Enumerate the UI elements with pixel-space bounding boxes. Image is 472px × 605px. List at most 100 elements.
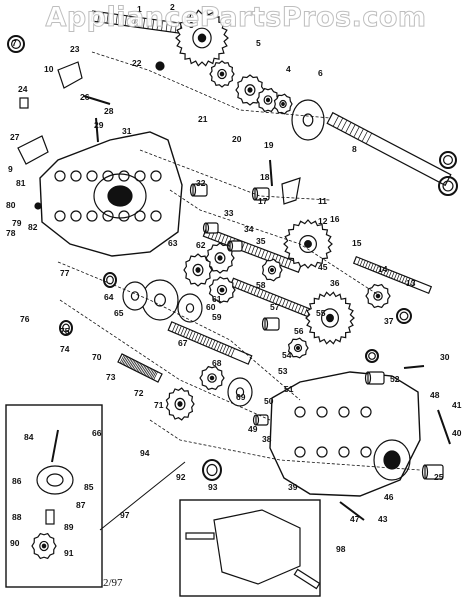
ball-80 bbox=[34, 202, 42, 210]
cluster-shaft-right-spline bbox=[404, 277, 408, 284]
gear-62-bore bbox=[195, 267, 201, 273]
gear-13-bore bbox=[375, 293, 381, 299]
output-shaft-spline bbox=[336, 117, 344, 129]
washer-7-top-outer bbox=[7, 35, 25, 53]
reverse-shaft-spline bbox=[183, 328, 188, 337]
callout-24: 24 bbox=[18, 84, 28, 94]
layshaft-b-spline bbox=[256, 288, 261, 297]
cluster-shaft-right-spline bbox=[388, 270, 392, 278]
stub-shaft-spline bbox=[150, 370, 156, 379]
end-washer-inner bbox=[442, 180, 454, 192]
callout-1: 1 bbox=[137, 4, 142, 14]
callout-91: 91 bbox=[64, 548, 74, 558]
bracket-23 bbox=[57, 61, 83, 89]
housing-boss bbox=[134, 210, 146, 222]
callout-57: 57 bbox=[270, 302, 280, 312]
layshaft-b-spline bbox=[263, 291, 267, 299]
washer-7-right bbox=[439, 151, 457, 169]
callout-32: 32 bbox=[196, 178, 206, 188]
reverse-shaft-spline bbox=[188, 330, 193, 340]
layshaft-b-spline bbox=[291, 302, 296, 311]
disc-60 bbox=[177, 293, 203, 323]
stub-shaft-spline bbox=[137, 363, 143, 373]
callout-65: 65 bbox=[114, 308, 124, 318]
callout-70: 70 bbox=[92, 352, 102, 362]
layshaft-b-spline bbox=[288, 301, 292, 310]
stub-shaft-spline bbox=[144, 367, 150, 376]
callout-93: 93 bbox=[208, 482, 218, 492]
bushing-16b-shell bbox=[192, 183, 208, 197]
reverse-shaft-spline bbox=[230, 348, 235, 357]
callout-46: 46 bbox=[384, 492, 394, 502]
callout-66: 66 bbox=[92, 428, 102, 438]
washer-12 bbox=[396, 308, 412, 324]
stub-shaft-spline bbox=[153, 371, 158, 380]
stub-shaft-spline bbox=[122, 356, 128, 365]
bracket-11 bbox=[281, 177, 301, 205]
washer-53-outer bbox=[103, 272, 117, 288]
gear-16-bore bbox=[304, 240, 312, 248]
bushing-18 bbox=[251, 187, 270, 201]
callout-20: 20 bbox=[232, 134, 242, 144]
washer-75-inner bbox=[62, 323, 70, 333]
nut-22 bbox=[155, 61, 165, 71]
reverse-shaft-spline bbox=[171, 323, 177, 332]
washer-37 bbox=[365, 349, 379, 363]
stub-shaft-spline bbox=[119, 354, 125, 364]
callout-8: 8 bbox=[352, 144, 357, 154]
gear-16 bbox=[283, 219, 333, 269]
callout-33: 33 bbox=[224, 208, 234, 218]
disc-69 bbox=[227, 377, 253, 407]
reverse-shaft-spline bbox=[225, 346, 230, 355]
housing-boss bbox=[294, 446, 306, 458]
cluster-shaft-right-spline bbox=[362, 260, 366, 267]
disc-69-center bbox=[235, 387, 245, 397]
callout-59: 59 bbox=[212, 312, 222, 322]
washer-12-outer bbox=[396, 308, 412, 324]
housing-boss bbox=[294, 406, 306, 418]
callout-98: 98 bbox=[336, 544, 346, 554]
left-housing bbox=[39, 131, 183, 257]
housing-bore bbox=[93, 173, 147, 219]
stub-shaft-spline bbox=[130, 360, 136, 369]
callout-38: 38 bbox=[262, 434, 272, 444]
callout-3: 3 bbox=[189, 20, 194, 30]
housing-boss bbox=[102, 170, 114, 182]
disc-65-center bbox=[154, 293, 167, 307]
output-shaft-spline bbox=[332, 115, 340, 127]
bushing-25-face bbox=[421, 464, 429, 480]
housing-boss bbox=[150, 170, 162, 182]
callout-73: 73 bbox=[106, 372, 116, 382]
gear-61-bore bbox=[219, 287, 225, 293]
inset-axle-right bbox=[293, 568, 321, 590]
callout-68: 68 bbox=[212, 358, 222, 368]
bushing-25 bbox=[421, 464, 444, 480]
output-shaft-spline bbox=[349, 124, 356, 136]
layshaft-b-spline bbox=[250, 286, 255, 294]
layshaft-b-spline bbox=[294, 303, 299, 312]
washer-12-inner bbox=[399, 311, 409, 321]
gear-small-top-hub bbox=[217, 68, 227, 80]
end-washer-outer bbox=[438, 176, 458, 196]
stub-shaft bbox=[117, 353, 163, 383]
callout-88: 88 bbox=[12, 512, 22, 522]
callout-76: 76 bbox=[20, 314, 30, 324]
input-shaft-top-spline bbox=[120, 15, 123, 26]
disc-65-rim bbox=[141, 279, 179, 321]
gear-54-hub bbox=[293, 343, 303, 353]
callout-6: 6 bbox=[318, 68, 323, 78]
cluster-shaft-right-spline bbox=[401, 275, 405, 283]
layshaft-b-spline bbox=[297, 305, 302, 313]
callout-97: 97 bbox=[120, 510, 130, 520]
layshaft-b-spline bbox=[240, 282, 245, 291]
callout-86: 86 bbox=[12, 476, 22, 486]
layshaft-a-spline bbox=[247, 244, 252, 254]
inset-assembly-98 bbox=[179, 499, 321, 597]
reverse-shaft-spline bbox=[177, 325, 182, 335]
callout-9: 9 bbox=[8, 164, 13, 174]
ring-93-outer bbox=[202, 459, 222, 481]
callout-5: 5 bbox=[256, 38, 261, 48]
reverse-shaft-spline bbox=[174, 324, 179, 334]
rod-19 bbox=[269, 159, 273, 187]
callout-90: 90 bbox=[10, 538, 20, 548]
